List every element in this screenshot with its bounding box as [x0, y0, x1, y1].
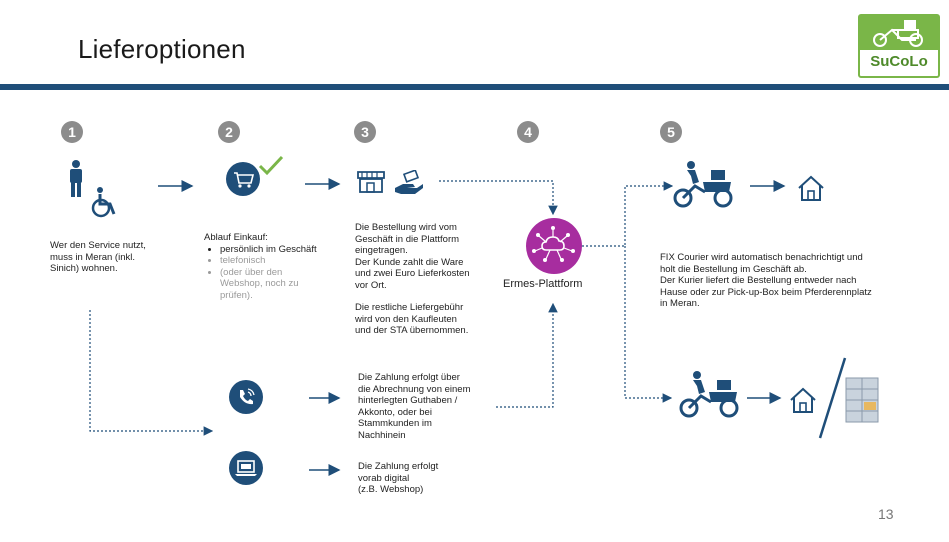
sucolo-logo: SuCoLo [858, 14, 940, 78]
step2-item-phone: telefonisch [220, 255, 324, 267]
step-number-3: 3 [354, 121, 376, 143]
wheelchair-icon [90, 186, 118, 223]
step-number-2: 2 [218, 121, 240, 143]
house-icon-2 [788, 386, 818, 419]
hand-payment-icon [393, 169, 425, 201]
step-number-4: 4 [517, 121, 539, 143]
page-number: 13 [878, 506, 894, 522]
cargo-bike-logo-icon [860, 16, 938, 50]
step2-text: Ablauf Einkauf: persönlich im Geschäft t… [204, 232, 324, 301]
pickup-box-locker-icon [844, 376, 880, 429]
logo-text: SuCoLo [870, 53, 928, 70]
shop-icon [356, 170, 386, 199]
person-icon [66, 160, 86, 203]
phone-icon [229, 380, 263, 414]
laptop-icon [229, 451, 263, 485]
cargo-bike-courier-icon [673, 160, 737, 213]
cargo-bike-courier-icon-2 [679, 370, 743, 423]
cart-icon [226, 162, 260, 196]
house-icon [796, 174, 826, 207]
payment-phone-text: Die Zahlung erfolgt über die Abrechnung … [358, 372, 471, 441]
header-divider [0, 84, 949, 90]
slash-divider [817, 356, 847, 445]
checkmark-icon [258, 154, 284, 181]
step1-text: Wer den Service nutzt, muss in Meran (in… [50, 240, 146, 274]
step-number-1: 1 [61, 121, 83, 143]
step5-text: FIX Courier wird automatisch benachricht… [660, 252, 872, 309]
platform-label: Ermes-Plattform [503, 278, 583, 290]
step2-item-webshop: (oder über den Webshop, noch zu prüfen). [220, 267, 324, 302]
step2-heading: Ablauf Einkauf: [204, 232, 268, 243]
payment-digital-text: Die Zahlung erfolgt vorab digital (z.B. … [358, 461, 439, 495]
step2-item-in-person: persönlich im Geschäft [220, 244, 324, 256]
step3-text: Die Bestellung wird vom Geschäft in die … [355, 222, 470, 336]
ermes-platform-icon [526, 218, 582, 274]
page-title: Lieferoptionen [78, 34, 246, 64]
step-number-5: 5 [660, 121, 682, 143]
